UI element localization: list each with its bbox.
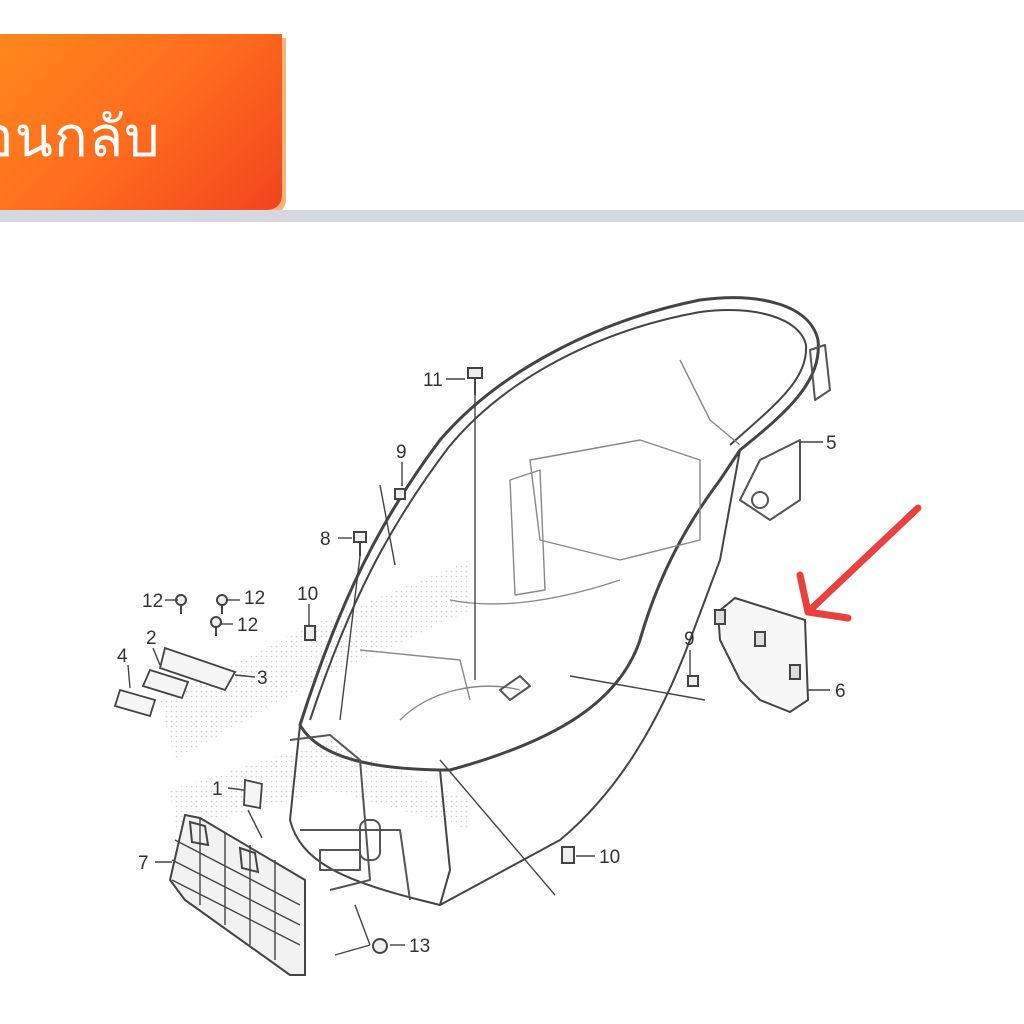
grid-panel (168, 813, 306, 976)
callout-12: 12 (244, 588, 265, 609)
callout-2: 2 (146, 628, 157, 649)
red-arrow-icon (796, 504, 922, 622)
callout-1: 1 (212, 779, 223, 800)
callout-9: 9 (684, 629, 695, 650)
parts-diagram: 11 5 9 8 12 12 12 10 2 4 3 9 6 1 7 10 13 (113, 296, 922, 976)
bracket-part-6 (714, 596, 810, 714)
fasteners (175, 367, 699, 954)
callout-7: 7 (138, 853, 149, 874)
leader-lines (127, 378, 830, 956)
dotted-frame-lower (170, 740, 470, 830)
callout-10: 10 (599, 847, 620, 868)
callout-11: 11 (423, 370, 443, 391)
callout-13: 13 (409, 936, 430, 957)
callout-12: 12 (237, 615, 258, 636)
callout-6: 6 (835, 681, 846, 702)
back-button-label: อนกลับ (0, 105, 161, 170)
callout-10: 10 (297, 584, 318, 605)
callout-8: 8 (320, 529, 331, 550)
callout-12: 12 (142, 591, 163, 612)
dotted-frame-left (160, 560, 470, 760)
luggage-box (289, 296, 831, 906)
back-button[interactable]: อนกลับ (0, 34, 282, 210)
callout-4: 4 (117, 646, 128, 667)
callout-9: 9 (396, 442, 407, 463)
header-divider (0, 210, 1024, 222)
callout-3: 3 (257, 668, 268, 689)
small-parts (113, 646, 263, 810)
callout-5: 5 (826, 433, 837, 454)
